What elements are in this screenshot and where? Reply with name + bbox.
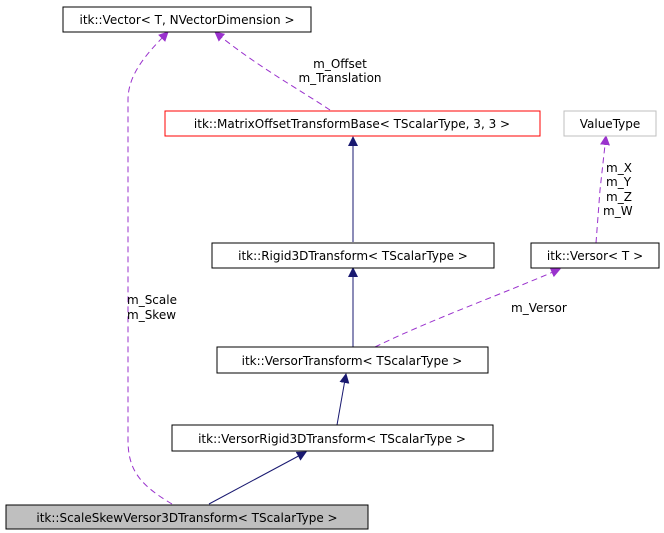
label-skew: m_Skew — [127, 308, 176, 322]
node-versor-transform[interactable]: itk::VersorTransform< TScalarType > — [216, 346, 489, 374]
label-m-z: m_Z — [606, 190, 632, 204]
label-m-x: m_X — [606, 161, 632, 175]
edge-versor-transform-uses-versor — [374, 267, 561, 348]
node-versor[interactable]: itk::Versor< T > — [530, 242, 660, 269]
node-matrix-offset-label: itk::MatrixOffsetTransformBase< TScalarT… — [194, 117, 510, 131]
label-m-w: m_W — [603, 204, 633, 218]
node-vector[interactable]: itk::Vector< T, NVectorDimension > — [62, 6, 312, 33]
node-value-type[interactable]: ValueType — [563, 110, 657, 137]
edge-versor-uses-value-type — [595, 135, 610, 244]
edge-matrix-offset-uses-vector — [214, 31, 331, 111]
node-scale-skew-versor3d-transform[interactable]: itk::ScaleSkewVersor3DTransform< TScalar… — [5, 504, 369, 530]
node-vector-label: itk::Vector< T, NVectorDimension > — [79, 13, 294, 27]
node-rigid3d-transform[interactable]: itk::Rigid3DTransform< TScalarType > — [211, 242, 495, 269]
label-versor: m_Versor — [511, 301, 567, 315]
node-versor-rigid3d-label: itk::VersorRigid3DTransform< TScalarType… — [198, 432, 466, 446]
edge-scale-skew-uses-vector — [127, 31, 173, 505]
node-versor-rigid3d-transform[interactable]: itk::VersorRigid3DTransform< TScalarType… — [171, 424, 494, 452]
node-versor-label: itk::Versor< T > — [547, 249, 643, 263]
node-rigid3d-label: itk::Rigid3DTransform< TScalarType > — [238, 249, 468, 263]
label-scale: m_Scale — [127, 293, 177, 307]
node-scale-skew-label: itk::ScaleSkewVersor3DTransform< TScalar… — [36, 511, 337, 525]
label-offset: m_Offset — [313, 57, 367, 71]
node-value-type-label: ValueType — [580, 117, 641, 131]
node-versor-transform-label: itk::VersorTransform< TScalarType > — [242, 354, 463, 368]
edge-scale-skew-to-versor-rigid3d — [208, 451, 307, 505]
label-translation: m_Translation — [298, 71, 381, 85]
node-matrix-offset-transform-base[interactable]: itk::MatrixOffsetTransformBase< TScalarT… — [164, 110, 541, 137]
edge-versor-rigid3d-to-versor-transform — [336, 373, 350, 426]
label-m-y: m_Y — [606, 175, 632, 189]
